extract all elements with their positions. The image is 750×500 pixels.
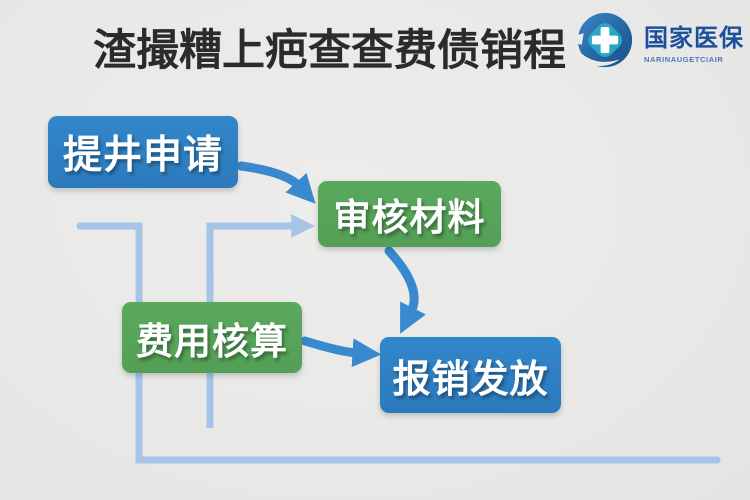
flow-node-label: 审核材料: [333, 197, 486, 238]
arrow-review-to-issue: [384, 246, 426, 334]
connector-cost-to-review: [206, 214, 315, 303]
flow-node-label: 报销发放: [392, 358, 549, 401]
arrow-cost-to-issue: [300, 336, 382, 368]
logo-text-block: 国家医保 NARINAUGETCIAIR: [644, 18, 744, 64]
flow-node-review-materials: 审核材料: [318, 181, 501, 247]
flow-node-cost-calculation: 费用核算: [122, 302, 302, 373]
medical-cross-badge-icon: [574, 12, 633, 68]
flow-node-submit-application: 提井申请: [48, 116, 238, 188]
national-medical-insurance-logo: 国家医保 NARINAUGETCIAIR: [574, 10, 744, 72]
page-title: 渣撮糟上疤查查费债销程: [93, 27, 566, 75]
logo-name: 国家医保: [644, 25, 744, 52]
arrow-submit-to-review: [236, 161, 316, 204]
flow-node-reimbursement-issue: 报销发放: [380, 337, 561, 413]
logo-subtitle: NARINAUGETCIAIR: [644, 55, 724, 64]
flow-node-label: 提井申请: [62, 134, 223, 177]
flow-node-label: 费用核算: [136, 320, 288, 362]
